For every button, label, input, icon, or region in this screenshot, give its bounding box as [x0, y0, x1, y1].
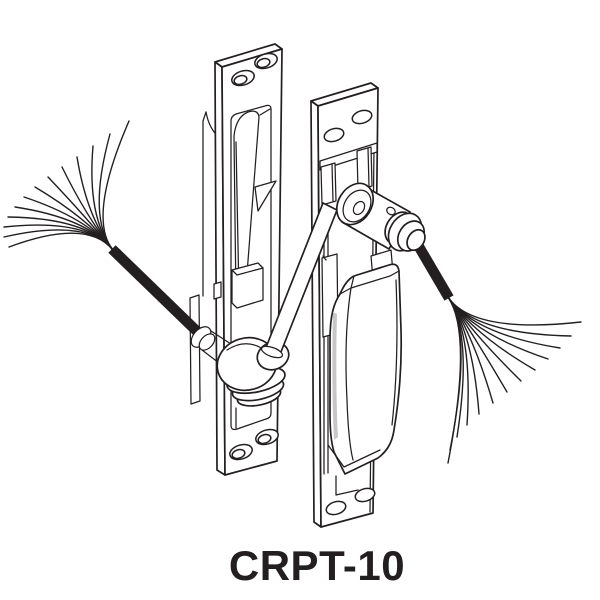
- teardrop-cover: [329, 263, 403, 475]
- case-side-tab: [189, 294, 201, 405]
- cable-gland-ring: [198, 333, 216, 351]
- tube-collar: [260, 345, 284, 359]
- wire: [102, 120, 130, 251]
- tab-edge: [322, 255, 327, 261]
- window-outline: [230, 104, 272, 431]
- cylinder-nub: [386, 206, 396, 216]
- cylinder-spindle: [352, 200, 366, 216]
- left-mortise-unit: [189, 43, 283, 476]
- cover-crease: [327, 444, 381, 468]
- right-screw-holes: [323, 109, 376, 516]
- cover-bevel-top: [339, 270, 400, 295]
- screw-hole: [351, 109, 373, 125]
- flange-ring: [406, 228, 426, 252]
- case-left-edge: [202, 111, 207, 297]
- product-label: CRPT-10: [228, 542, 406, 589]
- cover-bevel-corner: [350, 275, 355, 289]
- window-bottom: [335, 475, 359, 496]
- block-edge: [231, 267, 264, 276]
- side-face-notch: [213, 281, 222, 300]
- bracket-post: [320, 162, 337, 206]
- right-wire-bundle: [410, 237, 582, 464]
- cover-bevel-right: [391, 279, 398, 426]
- cover-bevel-left: [345, 287, 354, 461]
- right-cable: [410, 237, 454, 301]
- screw-hole-bore: [256, 57, 271, 69]
- cover-shade: [332, 312, 338, 440]
- screw-hole: [323, 127, 345, 143]
- screw-hole-bore: [231, 448, 246, 460]
- right-bracket: [319, 142, 378, 338]
- left-cable: [108, 245, 213, 347]
- right-window: [323, 210, 359, 496]
- left-screw-holes: [229, 52, 279, 461]
- triangle-cutout: [254, 180, 277, 212]
- screw-hole: [325, 500, 347, 516]
- wire: [8, 232, 114, 251]
- right-cover: [327, 249, 403, 475]
- post-edge: [367, 147, 370, 187]
- screw-hole-bore: [257, 433, 272, 445]
- right-mortise-unit: [310, 82, 403, 528]
- window-inner-line: [259, 108, 271, 116]
- post-edge: [331, 163, 334, 202]
- left-window: [230, 104, 277, 431]
- screw-hole-bore: [233, 74, 248, 86]
- wire: [447, 296, 462, 464]
- transfer-arm: [190, 182, 426, 407]
- left-wire-bundle: [3, 120, 213, 347]
- screw-hole: [354, 487, 376, 503]
